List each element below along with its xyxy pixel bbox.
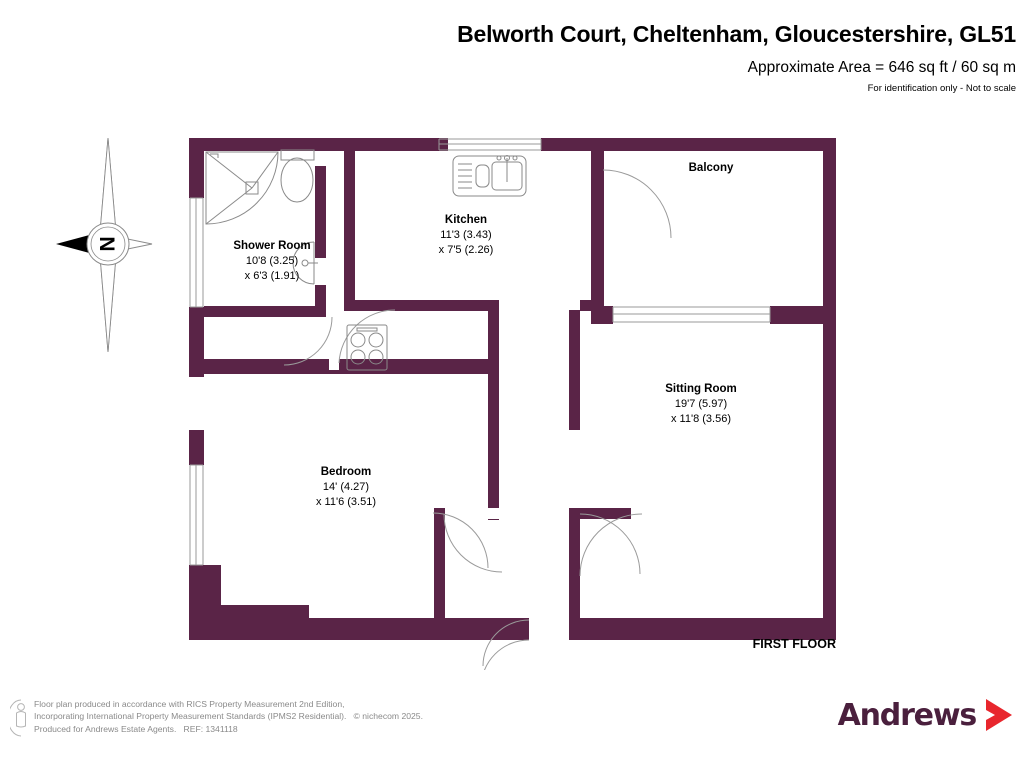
room-name: Bedroom — [321, 466, 371, 478]
plan-door-arcs — [283, 169, 672, 670]
andrews-logo-text: Andrews — [837, 697, 978, 733]
room-name: Kitchen — [445, 214, 487, 226]
compass-icon: N — [56, 137, 153, 353]
room-label-shower-room: Shower Room 10'8 (3.25) x 6'3 (1.91) — [233, 240, 310, 282]
footer-note-line-3: Produced for Andrews Estate Agents. REF:… — [34, 723, 238, 734]
toilet-icon — [280, 149, 315, 203]
chevron-right-icon — [986, 699, 1012, 731]
page-title: Belworth Court, Cheltenham, Gloucestersh… — [457, 21, 1016, 47]
andrews-logo[interactable]: Andrews — [838, 696, 1016, 734]
floor-level-label: FIRST FLOOR — [753, 637, 836, 651]
plan-walls — [189, 138, 836, 640]
plan-windows — [189, 138, 771, 566]
page-header: Belworth Court, Cheltenham, Gloucestersh… — [0, 0, 1024, 94]
approximate-area: Approximate Area = 646 sq ft / 60 sq m — [747, 59, 1016, 77]
room-label-sitting-room: Sitting Room 19'7 (5.97) x 11'8 (3.56) — [665, 383, 737, 425]
room-name: Shower Room — [233, 240, 310, 252]
room-dim-2: x 11'6 (3.51) — [316, 496, 376, 508]
room-dim-1: 10'8 (3.25) — [246, 255, 298, 267]
kitchen-hob-icon — [346, 324, 388, 371]
basin-icon — [292, 241, 318, 285]
room-dim-1: 11'3 (3.43) — [440, 229, 491, 241]
room-dim-2: x 6'3 (1.91) — [245, 270, 300, 282]
page-footer: Floor plan produced in accordance with R… — [0, 690, 1024, 768]
room-label-bedroom: Bedroom 14' (4.27) x 11'6 (3.51) — [316, 466, 376, 508]
room-name: Sitting Room — [665, 383, 737, 395]
room-dim-2: x 7'5 (2.26) — [439, 244, 494, 256]
footer-note-line-1: Floor plan produced in accordance with R… — [34, 699, 345, 709]
compass-north-letter: N — [95, 236, 118, 251]
room-label-kitchen: Kitchen 11'3 (3.43) x 7'5 (2.26) — [439, 214, 494, 256]
room-dim-1: 14' (4.27) — [323, 481, 369, 493]
footer-note-line-2: Incorporating International Property Mea… — [34, 711, 423, 722]
room-name: Balcony — [689, 162, 734, 174]
floor-plan: N Shower Room 10'8 (3.25) x 6'3 (1.91) K… — [0, 110, 1024, 670]
person-measure-icon — [10, 699, 26, 737]
scale-disclaimer: For identification only - Not to scale — [867, 83, 1016, 95]
shower-tray-icon — [205, 151, 279, 225]
room-dim-2: x 11'8 (3.56) — [671, 413, 731, 425]
kitchen-sink-icon — [452, 155, 527, 197]
footer-legal-note: Floor plan produced in accordance with R… — [34, 698, 423, 735]
room-dim-1: 19'7 (5.97) — [675, 398, 727, 410]
room-label-balcony: Balcony — [689, 162, 734, 174]
